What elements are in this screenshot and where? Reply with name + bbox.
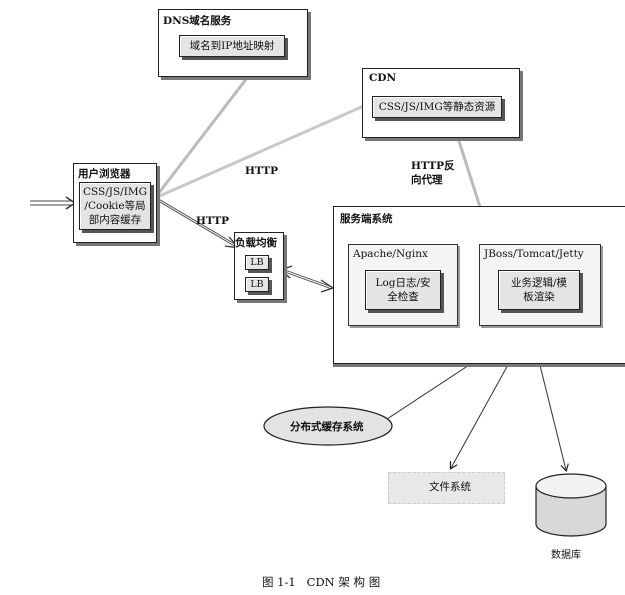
browser-title: 用户浏览器 — [78, 168, 131, 180]
lb-node-1: LB — [245, 255, 269, 270]
fs-box — [388, 472, 505, 504]
apache-log-security: Log日志/安 全检查 — [365, 270, 441, 310]
browser-box: 用户浏览器 CSS/JS/IMG /Cookie等局 部内容缓存 — [73, 163, 157, 243]
label-http-lb: HTTP — [196, 215, 230, 227]
browser-cache: CSS/JS/IMG /Cookie等局 部内容缓存 — [79, 182, 151, 230]
label-http-cdn: HTTP — [245, 165, 279, 177]
entry-arrow — [30, 196, 77, 210]
line-browser-cdn — [154, 103, 367, 200]
database-label: 数据库 — [551, 550, 581, 561]
server-system-box: 服务端系统 Apache/Nginx Log日志/安 全检查 JBoss/Tom… — [333, 206, 625, 364]
line-lb-server — [279, 265, 335, 293]
jboss-title: JBoss/Tomcat/Jetty — [484, 248, 584, 260]
lb-title: 负载均衡 — [235, 237, 277, 249]
cache-label: 分布式缓存系统 — [290, 421, 364, 433]
dns-title: DNS域名服务 — [163, 15, 232, 27]
line-browser-dns — [153, 77, 249, 199]
jboss-business-logic: 业务逻辑/模 板渲染 — [498, 270, 580, 310]
lb-node-2: LB — [245, 277, 269, 292]
cache-ellipse — [263, 406, 393, 446]
cdn-title: CDN — [369, 72, 397, 84]
database-cylinder — [535, 473, 607, 537]
server-title: 服务端系统 — [340, 213, 393, 225]
figure-caption: 图 1-1 CDN 架 构 图 — [262, 575, 381, 589]
jboss-panel: JBoss/Tomcat/Jetty 业务逻辑/模 板渲染 — [479, 244, 601, 326]
dns-box: DNS域名服务 域名到IP地址映射 — [158, 9, 308, 77]
cdn-static-resources: CSS/JS/IMG等静态资源 — [372, 96, 502, 118]
apache-panel: Apache/Nginx Log日志/安 全检查 — [348, 244, 458, 326]
label-http-reverse-proxy: HTTP反 向代理 — [411, 160, 455, 186]
apache-title: Apache/Nginx — [353, 248, 428, 260]
cdn-box: CDN CSS/JS/IMG等静态资源 — [362, 68, 520, 138]
dns-mapping: 域名到IP地址映射 — [179, 35, 285, 57]
line-cdn-server — [456, 137, 482, 208]
fs-label: 文件系统 — [429, 481, 471, 493]
lb-box: 负载均衡 LB LB — [234, 232, 284, 300]
